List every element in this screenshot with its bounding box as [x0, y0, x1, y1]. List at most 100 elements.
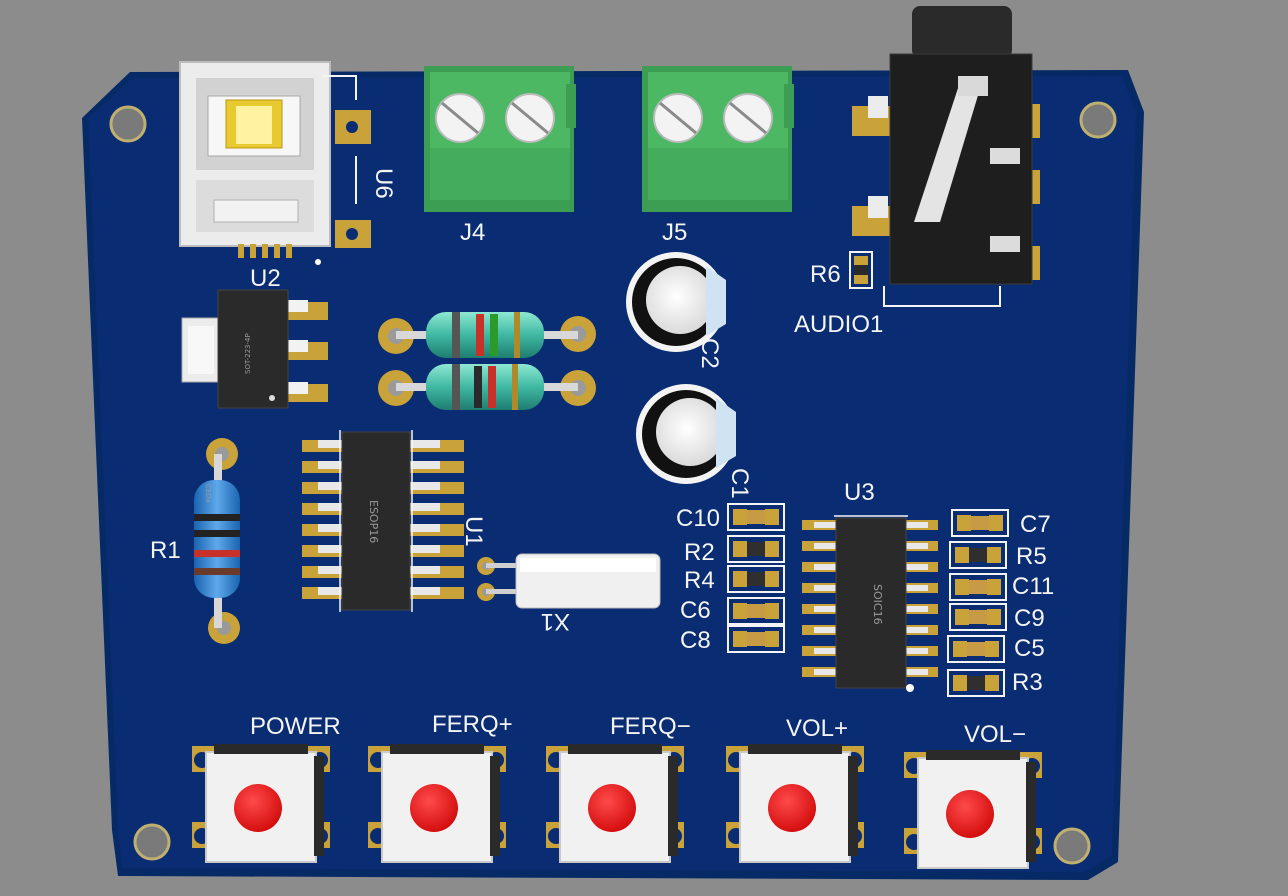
- u1-lead: [410, 461, 440, 469]
- u3-lead: [814, 564, 836, 570]
- label-c8: C8: [680, 627, 711, 654]
- u1-lead: [410, 587, 440, 595]
- label-audio1: AUDIO1: [794, 311, 883, 338]
- u3-lead: [906, 564, 928, 570]
- button-cap[interactable]: [588, 784, 636, 832]
- mounting-holes: [109, 101, 1117, 865]
- u3-lead: [906, 627, 928, 633]
- chip-text-resistor: CEDx: [204, 484, 212, 503]
- smd-column-right: C7 R5 C11 C9 C5 R3: [947, 509, 1054, 697]
- smd-resistor: [949, 541, 1007, 569]
- label-c10: C10: [676, 505, 720, 532]
- u1-lead: [410, 566, 440, 574]
- smd-capacitor: [949, 603, 1007, 631]
- smd-column-left: C10 R2 R4 C6 C8: [676, 503, 785, 654]
- resistor-r6: R6: [810, 251, 873, 289]
- label-j4: J4: [460, 219, 485, 246]
- label-r5: R5: [1016, 543, 1047, 570]
- label-c6: C6: [680, 597, 711, 624]
- u3-lead: [906, 585, 928, 591]
- u1-lead: [410, 503, 440, 511]
- resistor-r1: CEDx R1: [150, 438, 240, 644]
- label-ferq-plus: FERQ+: [432, 711, 513, 738]
- capacitor-c2: C2: [626, 252, 726, 369]
- u1-lead: [318, 440, 342, 448]
- axial-resistor-bottom: [378, 364, 596, 410]
- u3-lead: [906, 543, 928, 549]
- label-c11: C11: [1012, 573, 1054, 600]
- push-button[interactable]: [192, 744, 330, 863]
- chip-text-esop: ESOP16: [367, 500, 380, 543]
- push-button[interactable]: [904, 750, 1042, 869]
- label-c2: C2: [696, 338, 723, 369]
- audio-jack-audio1: AUDIO1: [794, 6, 1040, 338]
- u3-lead: [906, 648, 928, 654]
- terminal-block-j5: J5: [642, 66, 794, 246]
- label-power: POWER: [250, 713, 341, 740]
- crystal-x1: X1: [477, 553, 661, 635]
- label-u6: U6: [370, 168, 397, 199]
- chip-text-soic: SOIC16: [871, 584, 884, 625]
- u1-lead: [410, 440, 440, 448]
- regulator-u2: U2 SOT-223-4P: [181, 265, 328, 409]
- capacitor-c1: C1: [636, 384, 753, 499]
- smd-resistor: [727, 565, 785, 593]
- u3-lead: [814, 606, 836, 612]
- push-button[interactable]: [368, 744, 506, 863]
- u1-lead: [318, 503, 342, 511]
- u1-lead: [410, 545, 440, 553]
- ic-u1-esop16: ESOP16 U1: [302, 430, 487, 612]
- button-cap[interactable]: [410, 784, 458, 832]
- label-c5: C5: [1014, 635, 1045, 662]
- label-c7: C7: [1020, 511, 1051, 538]
- button-cap[interactable]: [234, 784, 282, 832]
- u1-lead: [318, 482, 342, 490]
- label-r1: R1: [150, 537, 181, 564]
- button-cap[interactable]: [946, 790, 994, 838]
- u1-lead: [318, 587, 342, 595]
- smd-capacitor: [949, 573, 1007, 601]
- label-c1: C1: [726, 468, 753, 499]
- label-r3: R3: [1012, 669, 1043, 696]
- label-ferq-minus: FERQ−: [610, 713, 691, 740]
- chip-text-sot: SOT-223-4P: [244, 333, 252, 374]
- smd-resistor: [727, 535, 785, 563]
- u3-lead: [814, 543, 836, 549]
- label-j5: J5: [662, 219, 687, 246]
- u1-lead: [318, 545, 342, 553]
- u3-lead: [906, 669, 928, 675]
- u1-lead: [318, 566, 342, 574]
- u1-lead: [318, 461, 342, 469]
- label-c9: C9: [1014, 605, 1045, 632]
- label-u1: U1: [460, 516, 487, 547]
- usb-connector-u6: U6: [179, 61, 397, 265]
- push-button[interactable]: [546, 744, 684, 863]
- label-u2: U2: [250, 265, 281, 292]
- terminal-block-j4: J4: [424, 66, 576, 246]
- label-vol-minus: VOL−: [964, 721, 1026, 748]
- smd-capacitor: [951, 509, 1009, 537]
- label-r2: R2: [684, 539, 715, 566]
- label-r6: R6: [810, 261, 841, 288]
- smd-capacitor: [727, 625, 785, 653]
- smd-resistor: [947, 669, 1005, 697]
- u1-lead: [410, 524, 440, 532]
- u3-lead: [814, 648, 836, 654]
- smd-capacitor: [947, 635, 1005, 663]
- u3-lead: [814, 522, 836, 528]
- ic-u3-soic16: U3 SOIC16: [802, 479, 938, 692]
- buttons-row: POWER FERQ+ FERQ− VOL+ VOL−: [192, 711, 1042, 869]
- push-button[interactable]: [726, 744, 864, 863]
- u1-lead: [318, 524, 342, 532]
- label-u3: U3: [844, 479, 875, 506]
- u3-lead: [814, 627, 836, 633]
- button-cap[interactable]: [768, 784, 816, 832]
- smd-capacitor: [727, 503, 785, 531]
- u3-lead: [814, 585, 836, 591]
- label-vol-plus: VOL+: [786, 715, 848, 742]
- label-x1: X1: [541, 608, 570, 635]
- u3-lead: [906, 606, 928, 612]
- smd-capacitor: [727, 597, 785, 625]
- u3-lead: [906, 522, 928, 528]
